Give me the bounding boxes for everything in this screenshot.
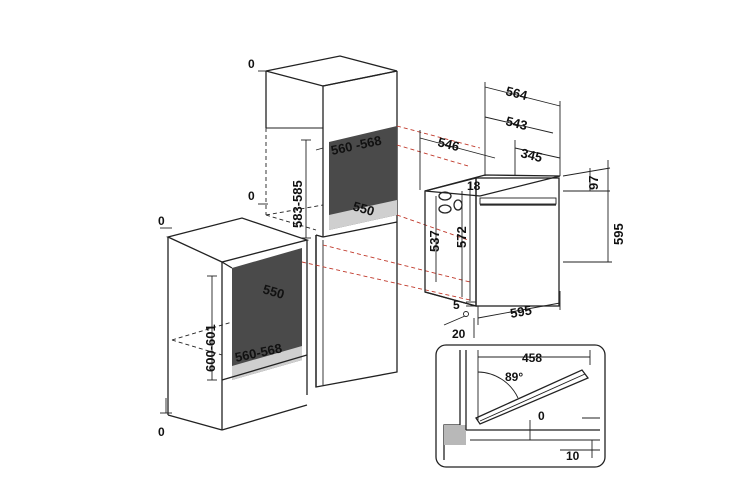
label-niche-depth-low: 550: [261, 281, 286, 301]
label-oven-97: 97: [586, 176, 601, 190]
label-clear-left-top: 0: [158, 214, 165, 228]
door-detail-box: [435, 344, 606, 468]
oven: [424, 174, 561, 307]
label-clear-top-1: 0: [248, 57, 255, 71]
label-gap-20: 20: [452, 327, 466, 341]
label-detail-10: 10: [566, 449, 580, 463]
oven-dimensions: [419, 82, 612, 338]
label-door-angle: 89°: [505, 370, 523, 384]
label-gap-5: 5: [453, 298, 460, 312]
tall-cabinet: [265, 55, 398, 388]
label-oven-depth-543: 543: [504, 113, 529, 133]
label-clear-mid: 0: [248, 189, 255, 203]
label-oven-height-572: 572: [454, 226, 469, 248]
label-oven-height-595: 595: [611, 223, 626, 245]
label-panel-18: 18: [467, 179, 481, 193]
label-clear-bottom: 0: [158, 425, 165, 439]
projection-lines: [301, 125, 481, 301]
low-cabinet: [160, 217, 310, 431]
label-door-open: 458: [522, 351, 542, 365]
label-niche-height-low: 600-601: [203, 324, 218, 372]
label-oven-depth-546: 546: [436, 134, 461, 154]
label-niche-height-tall: 583-585: [290, 180, 305, 228]
label-oven-width-595: 595: [509, 302, 533, 321]
label-detail-0: 0: [538, 409, 545, 423]
label-oven-depth-total: 564: [504, 83, 529, 103]
label-oven-depth-345: 345: [519, 145, 544, 165]
label-oven-height-537: 537: [427, 230, 442, 252]
label-niche-depth-tall: 550: [351, 198, 376, 218]
